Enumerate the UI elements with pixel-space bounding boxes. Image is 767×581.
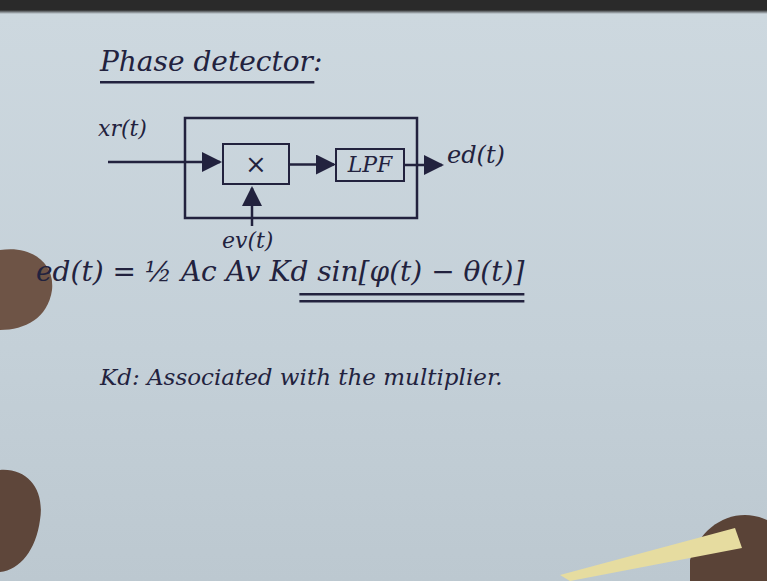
signal-name: ev(t) (222, 228, 273, 253)
output-wire (405, 164, 442, 167)
block-label: × (245, 150, 267, 179)
filter-box: LPF (335, 148, 405, 182)
double-underline (299, 293, 524, 296)
input-wire (108, 161, 220, 164)
note: Kd: Associated with the multiplier. (100, 364, 503, 390)
chalk-shape (560, 528, 742, 581)
title-underline (100, 81, 314, 84)
double-underline (299, 300, 524, 303)
equation: ed(t) = ½ Ac Av Kd sin[φ(t) − θ(t)] (36, 256, 524, 288)
detector-outline (185, 118, 417, 218)
input-wire (251, 188, 254, 226)
block-label: LPF (348, 153, 393, 177)
multiplier-box: × (222, 143, 290, 185)
hand-shape (0, 470, 41, 572)
signal-connector (290, 163, 334, 166)
heading: Phase detector: (100, 46, 322, 78)
signal-name: ed(t) (447, 142, 505, 170)
signal-name: xr(t) (98, 116, 147, 141)
